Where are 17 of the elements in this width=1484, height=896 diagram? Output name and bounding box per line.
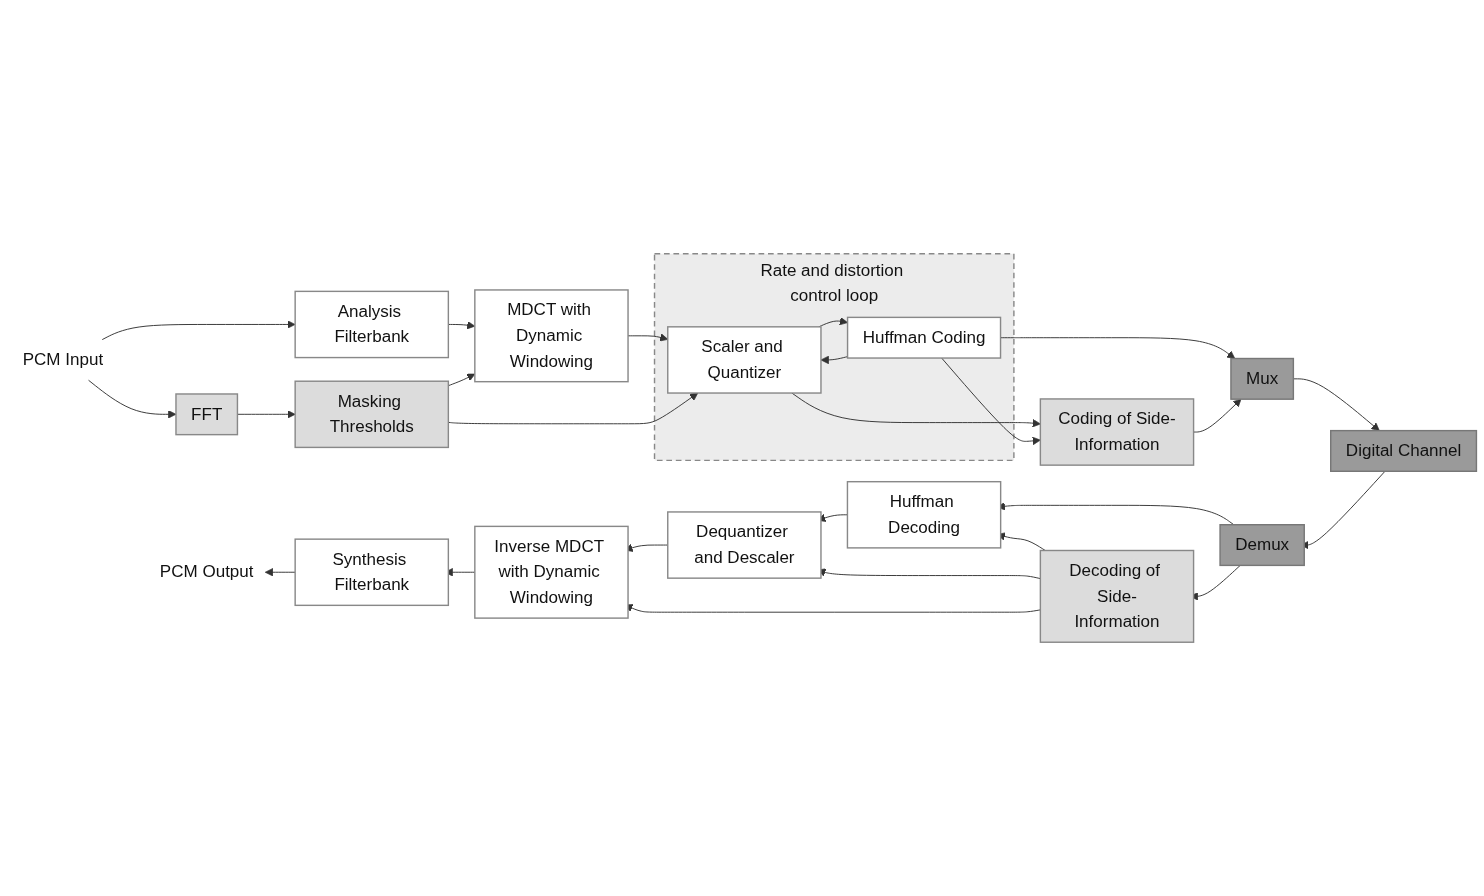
node-box: MDCT with Dynamic Windowing	[474, 289, 629, 383]
node-text: PCM Output	[159, 562, 254, 582]
node-box: Analysis Filterbank	[294, 290, 450, 359]
node-text: PCM Input	[22, 350, 104, 369]
node-box: Dequantizer and Descaler	[667, 511, 822, 579]
node-box: Masking Thresholds	[294, 380, 450, 449]
node-box: Scaler and Quantizer	[667, 326, 822, 394]
node-box: Huffman Decoding	[846, 481, 1002, 549]
node-box: Decoding of Side-Information	[1039, 549, 1195, 643]
node-box: Coding of Side-Information	[1039, 398, 1195, 466]
node-box: Synthesis Filterbank	[294, 538, 450, 607]
node-box: Digital Channel	[1330, 429, 1478, 472]
node-box: Demux	[1219, 524, 1305, 567]
node-box: FFT	[175, 393, 239, 436]
node-box: Inverse MDCT with Dynamic Windowing	[474, 525, 629, 619]
node-box: Mux	[1230, 357, 1295, 400]
node-box: Huffman Coding	[846, 316, 1002, 359]
